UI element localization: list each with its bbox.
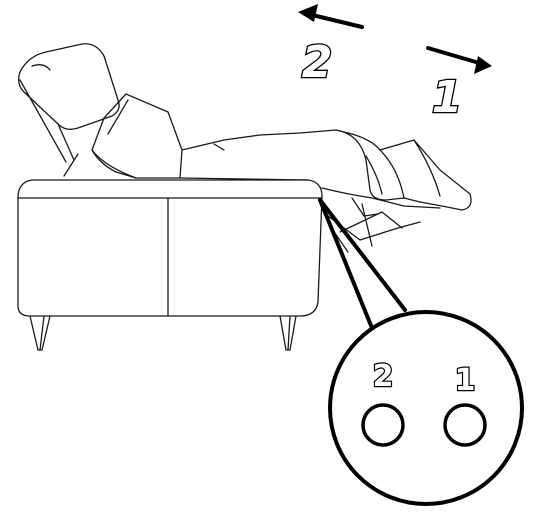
arrow-2: 2	[298, 4, 364, 89]
arrow-1-label: 1	[432, 72, 463, 123]
arrow-1: 1	[426, 46, 492, 124]
back-cushion	[63, 93, 183, 179]
callout-circle: 2 1	[328, 310, 524, 506]
callout-pointer	[318, 198, 407, 330]
arrow-left-head-icon	[298, 4, 318, 22]
arrow-2-label: 2	[302, 37, 333, 88]
right-leg	[279, 315, 297, 351]
arrow-right-head-icon	[474, 56, 492, 74]
seat-body	[179, 129, 353, 181]
button-1-label: 1	[455, 363, 476, 398]
headrest	[18, 43, 120, 163]
arrow-right-icon	[426, 46, 488, 67]
button-1-icon	[443, 403, 487, 447]
front-panel	[17, 195, 323, 317]
button-2-label: 2	[373, 359, 394, 394]
button-2-icon	[361, 403, 405, 447]
left-leg	[29, 315, 51, 351]
armrest	[17, 179, 323, 199]
footrest	[321, 129, 472, 211]
